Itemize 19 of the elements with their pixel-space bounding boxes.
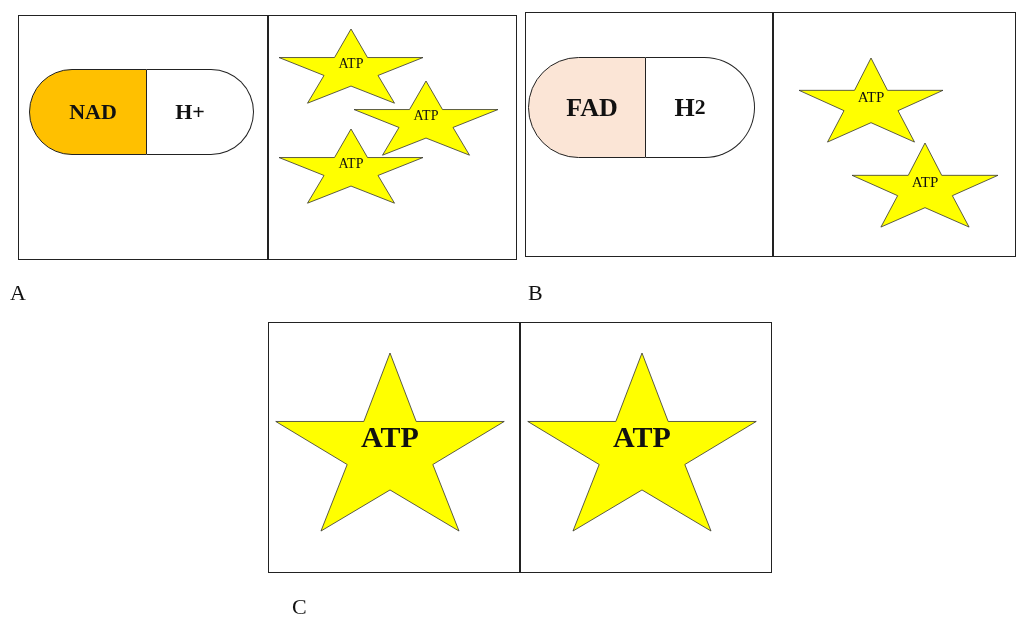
star-label: ATP <box>612 419 672 454</box>
star-label: ATP <box>337 155 365 172</box>
star-label: ATP <box>337 55 365 72</box>
star-label: ATP <box>910 173 940 191</box>
panel-letter: B <box>528 280 543 306</box>
star-label: ATP <box>360 419 420 454</box>
panel-cell <box>268 15 517 260</box>
panel-cell <box>520 322 772 573</box>
panel-cell <box>525 12 773 257</box>
panel-cell <box>773 12 1016 257</box>
panel-cell <box>18 15 268 260</box>
panel-letter: C <box>292 594 307 617</box>
panel-letter: A <box>10 280 26 306</box>
star-label: ATP <box>412 107 440 124</box>
capsule-half: NAD <box>29 69 147 155</box>
panel-cell <box>268 322 520 573</box>
capsule-half: H+ <box>147 69 254 155</box>
capsule-half: FAD <box>528 57 646 158</box>
star-label: ATP <box>856 88 886 106</box>
